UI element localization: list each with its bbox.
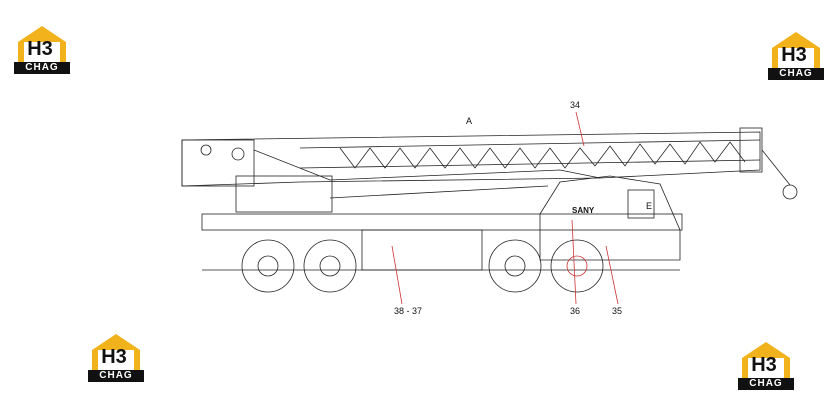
cab bbox=[539, 175, 681, 261]
callout-e: E bbox=[646, 201, 653, 211]
chassis bbox=[201, 213, 683, 271]
house-icon bbox=[18, 26, 66, 62]
logo-mark: H3 bbox=[101, 346, 127, 368]
logo-mark: H3 bbox=[781, 44, 807, 66]
logo-brand: CHAG bbox=[14, 62, 70, 74]
watermark-logo-bottom-left: H3 CHAG bbox=[88, 330, 144, 382]
house-icon bbox=[742, 342, 790, 378]
logo-brand: CHAG bbox=[768, 68, 824, 80]
leader-lines bbox=[391, 111, 619, 305]
callout-35: 35 bbox=[612, 306, 623, 316]
brand-label: SANY bbox=[572, 206, 595, 215]
logo-mark: H3 bbox=[27, 38, 53, 60]
watermark-logo-bottom-right: H3 CHAG bbox=[738, 338, 794, 390]
watermark-logo-top-right: H3 CHAG bbox=[768, 28, 824, 80]
callout-36: 36 bbox=[570, 306, 581, 316]
watermark-logo-top-left: H3 CHAG bbox=[14, 22, 70, 74]
callout-38-37: 38 - 37 bbox=[394, 306, 423, 316]
logo-brand: CHAG bbox=[738, 378, 794, 390]
callout-a: A bbox=[466, 116, 473, 126]
logo-mark: H3 bbox=[751, 354, 777, 376]
house-icon bbox=[772, 32, 820, 68]
wheels bbox=[241, 239, 604, 293]
superstructure bbox=[181, 139, 601, 213]
callout-34: 34 bbox=[570, 100, 581, 110]
boom bbox=[181, 127, 798, 200]
logo-brand: CHAG bbox=[88, 370, 144, 382]
house-icon bbox=[92, 334, 140, 370]
